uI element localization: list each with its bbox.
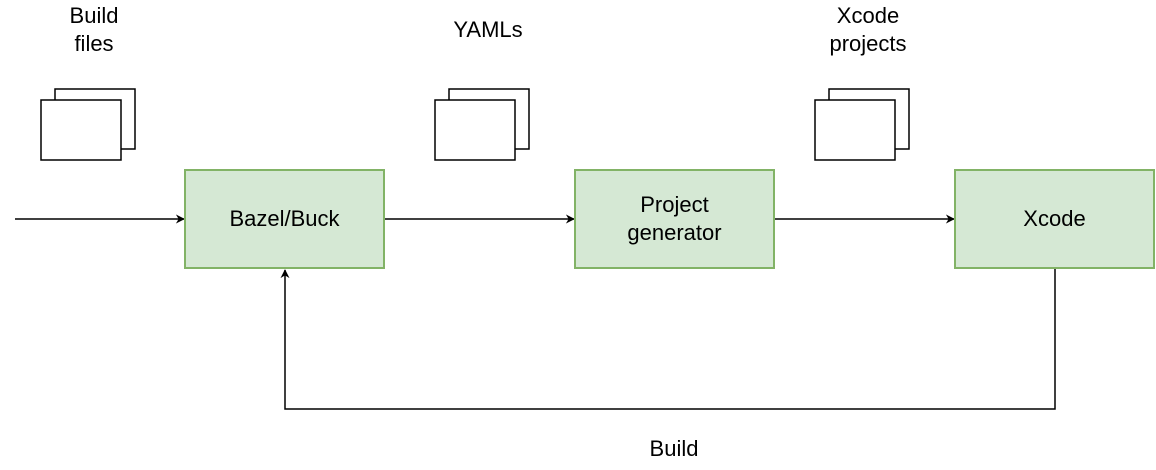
- yamls-icon: [434, 88, 530, 161]
- project-generator-label-line-1: Project: [640, 192, 709, 217]
- build-files-label-line-2: files: [74, 31, 114, 56]
- bazel-buck-label-line-1: Bazel/Buck: [229, 206, 340, 231]
- yamls-label-line-1: YAMLs: [453, 17, 523, 42]
- xcode-box: Xcode: [954, 169, 1155, 269]
- yamls-icon-front-sheet: [434, 99, 516, 161]
- build-edge-label: Build: [604, 435, 744, 463]
- xcode-projects-label: Xcode projects: [808, 2, 928, 58]
- edge-xcode-to-bazel-buck: [280, 269, 1056, 410]
- build-edge-label-text: Build: [649, 436, 699, 461]
- xcode-projects-icon: [814, 88, 910, 161]
- xcode-projects-label-line-2: projects: [829, 31, 907, 56]
- xcode-label-line-1: Xcode: [1023, 206, 1086, 231]
- project-generator-label: Project generator: [627, 191, 721, 247]
- project-generator-box: Project generator: [574, 169, 775, 269]
- build-files-icon: [40, 88, 136, 161]
- build-files-label: Build files: [44, 2, 144, 58]
- xcode-label: Xcode: [1023, 205, 1085, 233]
- build-files-icon-front-sheet: [40, 99, 122, 161]
- xcode-projects-icon-front-sheet: [814, 99, 896, 161]
- xcode-projects-label-line-1: Xcode: [836, 3, 900, 28]
- bazel-buck-label: Bazel/Buck: [229, 205, 339, 233]
- bazel-buck-box: Bazel/Buck: [184, 169, 385, 269]
- build-files-label-line-1: Build: [69, 3, 119, 28]
- project-generator-label-line-2: generator: [627, 220, 722, 245]
- yamls-label: YAMLs: [418, 16, 558, 44]
